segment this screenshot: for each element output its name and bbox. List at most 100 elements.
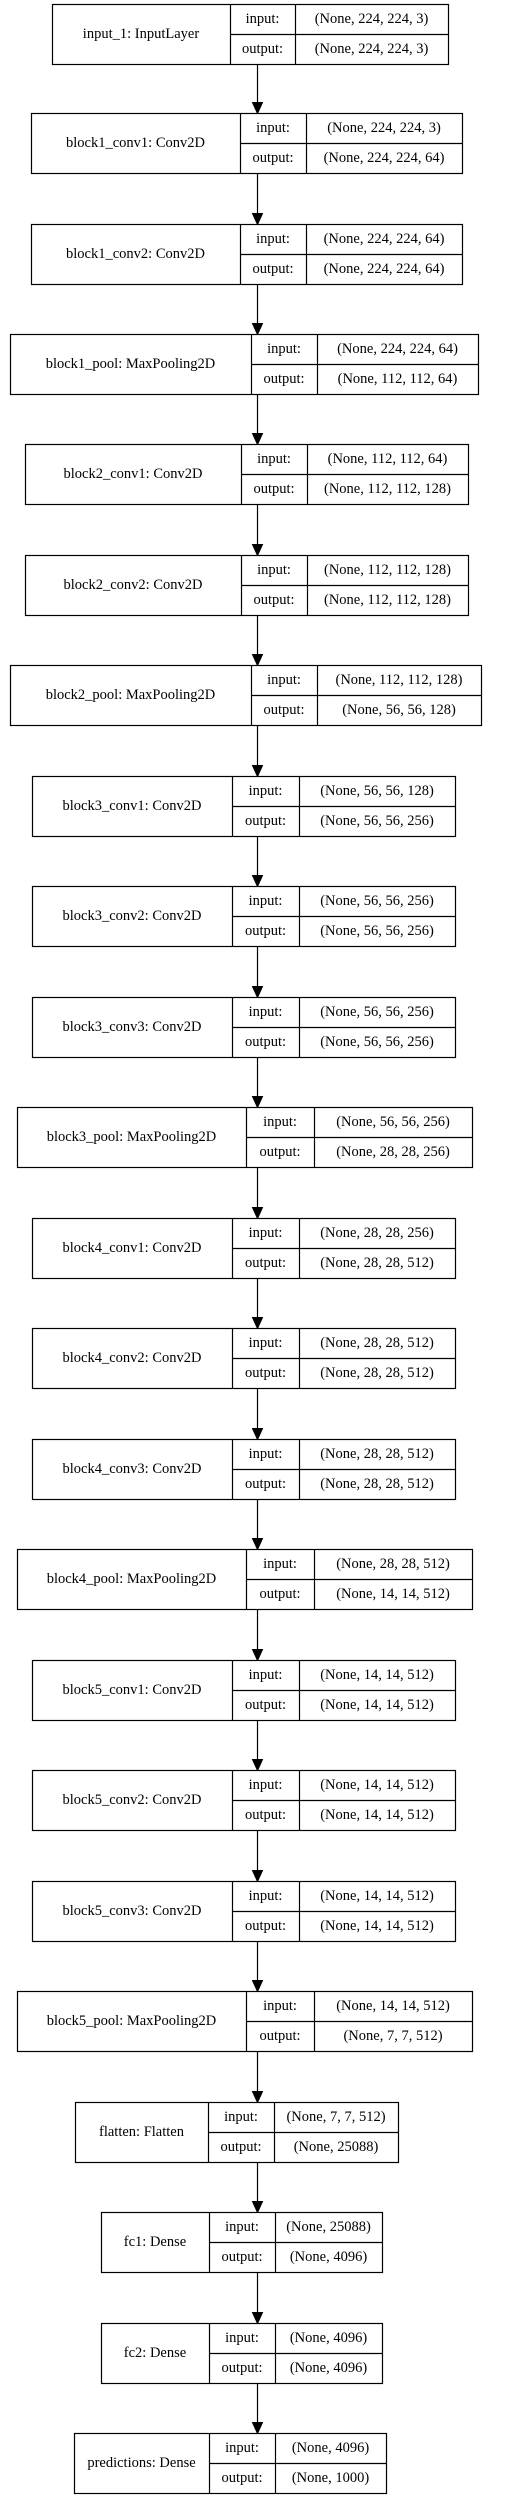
- layer-node: block5_conv3: Conv2Dinput:output:(None, …: [31, 1880, 457, 1943]
- layer-node: block1_conv1: Conv2D input: output: (None, …: [30, 112, 464, 175]
- layer-name: fc2: Dense: [124, 2345, 186, 2361]
- output-label: output:: [221, 2249, 262, 2265]
- layer-node: block1_pool: MaxPooling2Dinput:output:(N…: [9, 333, 480, 396]
- input-label: input:: [225, 2219, 259, 2235]
- input-shape: (None, 4096): [292, 2440, 369, 2456]
- edge-arrow: [251, 1057, 264, 1109]
- output-shape: (None, 4096): [290, 2249, 367, 2265]
- input-shape: (None, 28, 28, 256): [320, 1225, 434, 1241]
- edge-arrow: [251, 2272, 264, 2325]
- layer-name: block3_conv2: Conv2D: [63, 908, 202, 924]
- layer-name: flatten: Flatten: [99, 2124, 185, 2140]
- input-shape: (None, 56, 56, 128): [320, 783, 434, 799]
- layer-name: block2_pool: MaxPooling2D: [46, 687, 216, 703]
- layer-node: block4_pool: MaxPooling2Dinput:output:(N…: [16, 1548, 474, 1611]
- input-label: input:: [249, 1446, 283, 1462]
- input-label: input:: [225, 2330, 259, 2346]
- layer-name: block4_conv2: Conv2D: [63, 1350, 202, 1366]
- output-label: output:: [245, 1697, 286, 1713]
- layer-name: block2_conv1: Conv2D: [64, 466, 203, 482]
- layer-name: block1_conv2: Conv2D: [66, 246, 205, 262]
- layer-node: block2_conv1: Conv2Dinput:output:(None, …: [24, 443, 470, 506]
- layer-name: block2_conv2: Conv2D: [64, 577, 203, 593]
- input-label: input:: [225, 2440, 259, 2456]
- output-shape: (None, 112, 112, 64): [338, 371, 458, 387]
- output-label: output:: [245, 923, 286, 939]
- edge-arrow: [251, 504, 264, 557]
- output-shape: (None, 7, 7, 512): [343, 2028, 442, 2044]
- input-label: input:: [249, 1004, 283, 1020]
- input-label: input:: [263, 1998, 297, 2014]
- output-label: output:: [259, 1586, 300, 1602]
- edge-arrow: [251, 1388, 264, 1441]
- layer-name: block3_pool: MaxPooling2D: [47, 1129, 217, 1145]
- edges: [251, 64, 264, 2435]
- layer-node: block2_conv2: Conv2Dinput:output:(None, …: [24, 554, 470, 617]
- layer-name: block1_pool: MaxPooling2D: [46, 356, 216, 372]
- layer-node: block4_conv3: Conv2Dinput:output:(None, …: [31, 1438, 457, 1501]
- input-label: input:: [256, 120, 290, 136]
- edge-arrow: [251, 394, 264, 446]
- input-label: input:: [267, 672, 301, 688]
- output-shape: (None, 25088): [294, 2139, 379, 2155]
- input-shape: (None, 14, 14, 512): [320, 1667, 434, 1683]
- input-label: input:: [249, 1225, 283, 1241]
- input-shape: (None, 224, 224, 3): [327, 120, 441, 136]
- edge-arrow: [251, 284, 264, 336]
- edge-arrow: [251, 946, 264, 999]
- layer-nodes: input_1: InputLayer input: output: (None, 2…: [9, 3, 483, 2495]
- input-label: input:: [256, 231, 290, 247]
- edge-arrow: [251, 1720, 264, 1772]
- layer-name: block1_conv1: Conv2D: [66, 135, 205, 151]
- input-shape: (None, 14, 14, 512): [336, 1998, 450, 2014]
- output-shape: (None, 28, 28, 512): [320, 1476, 434, 1492]
- input-label: input:: [249, 893, 283, 909]
- output-label: output:: [253, 481, 294, 497]
- output-label: output:: [252, 150, 293, 166]
- edge-arrow: [251, 615, 264, 667]
- output-label: output:: [245, 1365, 286, 1381]
- input-shape: (None, 56, 56, 256): [336, 1114, 450, 1130]
- output-shape: (None, 14, 14, 512): [320, 1807, 434, 1823]
- edge-arrow: [251, 2051, 264, 2104]
- output-shape: (None, 14, 14, 512): [320, 1918, 434, 1934]
- output-label: output:: [263, 371, 304, 387]
- input-label: input:: [249, 1335, 283, 1351]
- layer-name: block3_conv1: Conv2D: [63, 798, 202, 814]
- output-label: output:: [221, 2360, 262, 2376]
- output-label: output:: [245, 1255, 286, 1271]
- layer-name: block5_pool: MaxPooling2D: [47, 2013, 217, 2029]
- output-label: output:: [245, 813, 286, 829]
- input-label: input:: [249, 1777, 283, 1793]
- layer-node: block5_pool: MaxPooling2Dinput:output:(N…: [16, 1990, 474, 2053]
- input-label: input:: [249, 1667, 283, 1683]
- edge-arrow: [251, 836, 264, 888]
- output-label: output:: [252, 261, 293, 277]
- layer-name: input_1: InputLayer: [83, 26, 200, 42]
- layer-node: block5_conv1: Conv2D input: output: (None, …: [31, 1659, 457, 1722]
- edge-arrow: [251, 725, 264, 778]
- input-shape: (None, 28, 28, 512): [320, 1335, 434, 1351]
- edge-arrow: [251, 1941, 264, 1993]
- output-label: output:: [253, 592, 294, 608]
- layer-node: block4_conv1: Conv2Dinput:output:(None, …: [31, 1217, 457, 1280]
- input-shape: (None, 112, 112, 128): [324, 562, 451, 578]
- input-label: input:: [263, 1556, 297, 1572]
- output-label: output:: [245, 1807, 286, 1823]
- output-shape: (None, 1000): [292, 2470, 369, 2486]
- input-shape: (None, 224, 224, 64): [337, 341, 458, 357]
- edge-arrow: [251, 64, 264, 115]
- layer-node: block1_conv2: Conv2Dinput:output:(None, …: [30, 223, 464, 286]
- input-label: input:: [263, 1114, 297, 1130]
- edge-arrow: [251, 1167, 264, 1220]
- output-label: output:: [263, 702, 304, 718]
- output-shape: (None, 14, 14, 512): [336, 1586, 450, 1602]
- layer-name: block5_conv2: Conv2D: [63, 1792, 202, 1808]
- layer-node: block4_conv2: Conv2D input: output: (None, …: [31, 1327, 457, 1390]
- layer-name: block5_conv1: Conv2D: [63, 1682, 202, 1698]
- input-shape: (None, 14, 14, 512): [320, 1888, 434, 1904]
- layer-node: block3_conv1: Conv2Dinput:output:(None, …: [31, 775, 457, 838]
